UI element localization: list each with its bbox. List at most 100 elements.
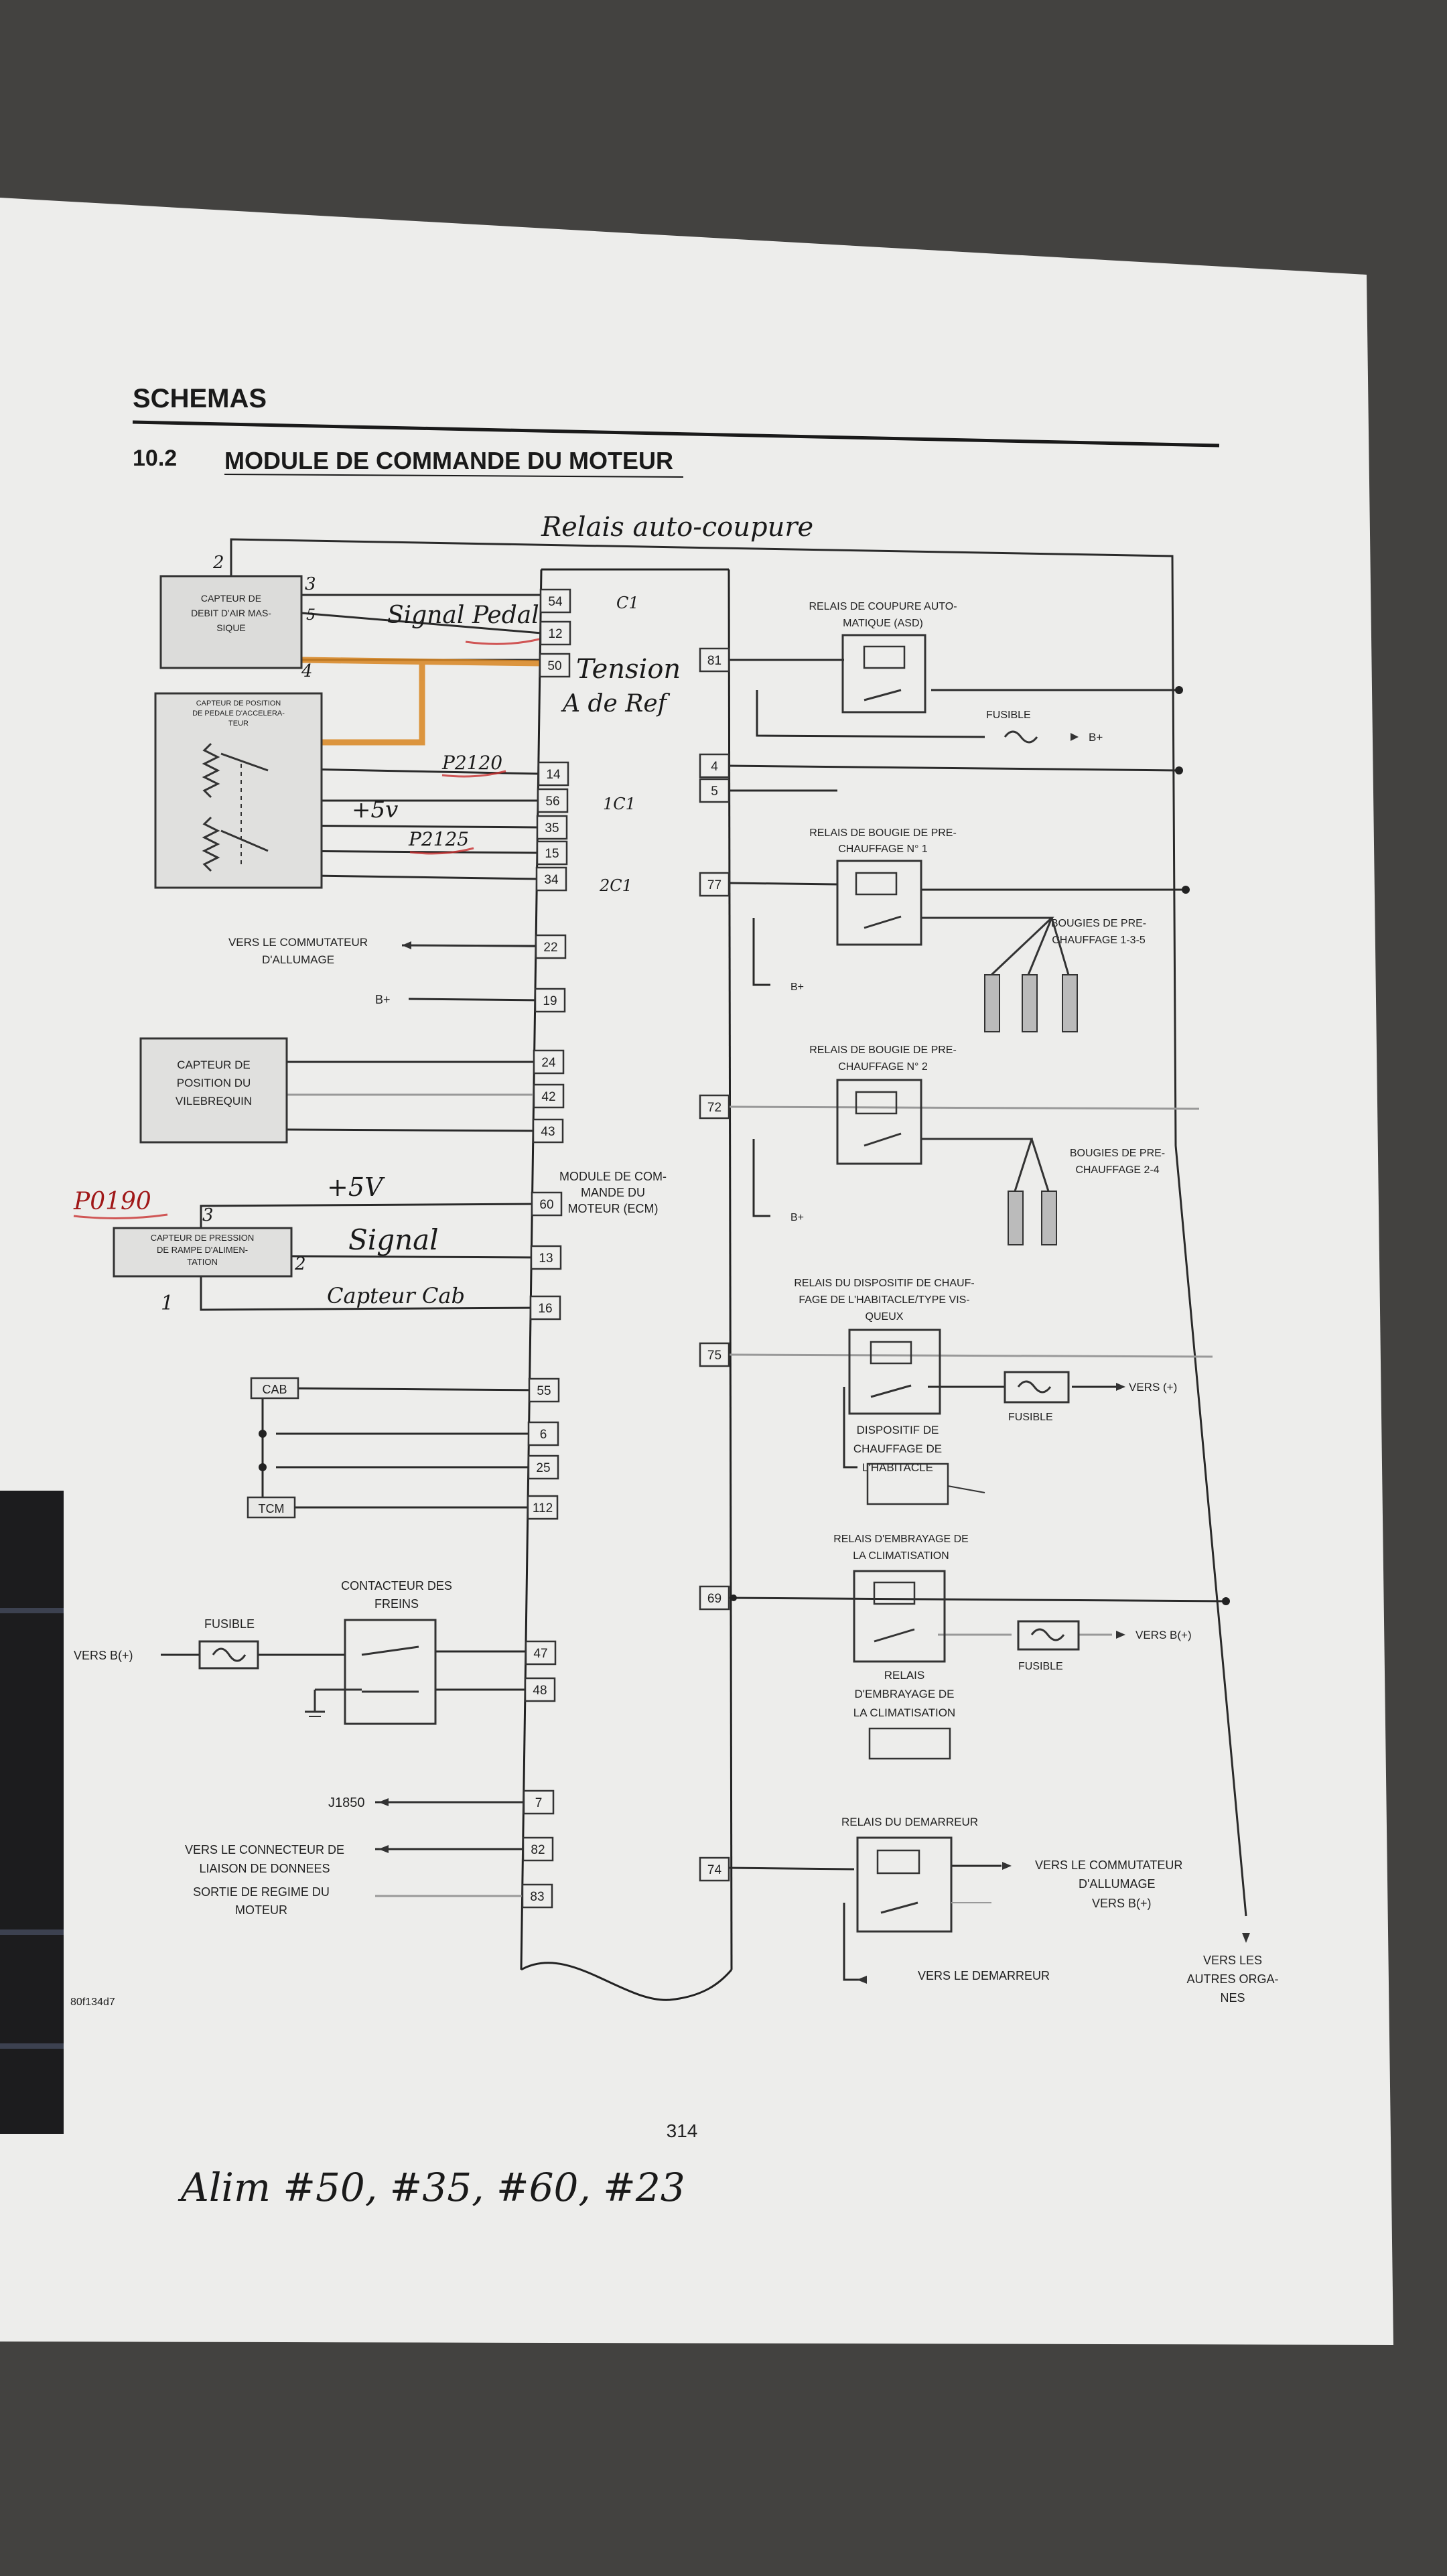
svg-text:TATION: TATION [187,1257,218,1267]
svg-text:CHAUFFAGE 1-3-5: CHAUFFAGE 1-3-5 [1052,935,1146,946]
rail-pressure-sensor: CAPTEUR DE PRESSION DE RAMPE D'ALIMEN- T… [113,1227,293,1278]
svg-text:83: 83 [530,1890,544,1904]
svg-text:TCM: TCM [259,1502,285,1515]
glow-plugs-1-3-5: BOUGIES DE PRE- CHAUFFAGE 1-3-5 [921,917,1146,1032]
pin-right-4: 4 [699,753,730,778]
note-p0190: P0190 [73,1188,151,1215]
svg-text:MANDE DU: MANDE DU [581,1186,645,1199]
pin-right-69: 69 [699,1585,730,1611]
brake-switch: CONTACTEUR DES FREINS [305,1579,452,1725]
note-pin5: 5 [306,607,316,624]
asd-relay: RELAIS DE COUPURE AUTO- MATIQUE (ASD) [809,601,957,714]
note-pin4: 4 [301,661,313,681]
svg-text:POSITION DU: POSITION DU [177,1077,251,1089]
pin-left-54: 54 [539,588,571,614]
ecm-pins-left: 5412501456351534221924424360131655625112… [521,588,571,1909]
svg-text:43: 43 [541,1125,555,1139]
svg-text:7: 7 [535,1796,543,1810]
figure-ref: 80f134d7 [70,1996,115,2008]
pin-left-24: 24 [533,1049,565,1075]
note-pin1: 1 [161,1292,174,1315]
svg-text:50: 50 [547,659,561,673]
svg-text:CAPTEUR DE PRESSION: CAPTEUR DE PRESSION [151,1233,255,1243]
svg-text:CAPTEUR DE: CAPTEUR DE [177,1059,251,1071]
pin-left-16: 16 [529,1295,561,1320]
pin-left-13: 13 [530,1245,562,1270]
svg-text:DE PEDALE D'ACCELERA-: DE PEDALE D'ACCELERA- [192,709,285,718]
svg-text:22: 22 [543,941,557,955]
svg-text:NES: NES [1220,1991,1245,2005]
cab-module: CAB [250,1377,299,1400]
pin-left-19: 19 [534,988,566,1013]
svg-text:74: 74 [707,1863,722,1877]
svg-text:B+: B+ [790,981,804,993]
pin-right-74: 74 [699,1856,730,1882]
svg-text:FUSIBLE: FUSIBLE [204,1617,255,1631]
svg-text:VERS LE COMMUTATEUR: VERS LE COMMUTATEUR [228,936,368,949]
j1850-arrow: J1850 [328,1795,541,1810]
pin-left-47: 47 [525,1640,557,1666]
note-pin2-top: 2 [212,553,224,573]
svg-text:19: 19 [543,994,557,1008]
pin-left-35: 35 [536,815,568,840]
note-c1: C1 [616,594,639,612]
svg-text:42: 42 [541,1090,555,1104]
svg-text:15: 15 [545,847,559,861]
svg-text:VERS LES: VERS LES [1203,1954,1262,1967]
svg-text:B+: B+ [1089,731,1103,744]
glow-plug-relay-2: RELAIS DE BOUGIE DE PRE- CHAUFFAGE N° 2 … [790,1044,957,1223]
svg-text:55: 55 [537,1384,551,1398]
note-1c1: 1C1 [603,795,636,813]
svg-text:CAPTEUR DE: CAPTEUR DE [201,593,261,604]
svg-text:VERS LE CONNECTEUR DE: VERS LE CONNECTEUR DE [185,1843,344,1856]
fuse-asd: FUSIBLE B+ [986,709,1103,744]
svg-text:VERS B(+): VERS B(+) [1092,1897,1152,1910]
svg-text:5: 5 [711,785,718,799]
svg-text:SORTIE DE REGIME DU: SORTIE DE REGIME DU [193,1885,330,1899]
vers-bplus-left: VERS B(+) [74,1649,133,1662]
note-5v-2: +5V [327,1172,385,1202]
pin-right-81: 81 [699,647,730,673]
svg-text:AUTRES ORGA-: AUTRES ORGA- [1186,1972,1278,1986]
svg-text:VERS B(+): VERS B(+) [1135,1629,1192,1641]
svg-text:B+: B+ [790,1212,804,1223]
note-pin3-top: 3 [305,574,316,594]
pin-left-50: 50 [539,653,571,678]
svg-text:75: 75 [707,1349,721,1363]
svg-text:13: 13 [539,1251,553,1266]
svg-text:D'ALLUMAGE: D'ALLUMAGE [1079,1877,1155,1891]
svg-text:RELAIS DU DEMARREUR: RELAIS DU DEMARREUR [841,1816,978,1828]
starter-arrow: VERS LE DEMARREUR [857,1969,1050,1984]
diagram-title: MODULE DE COMMANDE DU MOTEUR [224,447,673,474]
svg-text:CHAUFFAGE 2-4: CHAUFFAGE 2-4 [1075,1164,1159,1176]
svg-text:54: 54 [548,595,563,609]
cabin-heater: DISPOSITIF DE CHAUFFAGE DE L'HABITACLE [853,1424,985,1505]
svg-text:LA CLIMATISATION: LA CLIMATISATION [853,1706,955,1719]
pin-left-6: 6 [527,1421,559,1446]
ac-clutch-relay: RELAIS D'EMBRAYAGE DE LA CLIMATISATION [833,1534,969,1663]
binder-tab [0,1491,64,2134]
pin-left-25: 25 [527,1454,559,1480]
note-ref: A de Ref [561,690,671,718]
svg-text:TEUR: TEUR [228,720,249,728]
svg-text:69: 69 [707,1592,721,1606]
svg-text:RELAIS D'EMBRAYAGE DE: RELAIS D'EMBRAYAGE DE [833,1534,969,1545]
note-alim: Alim #50, #35, #60, #23 [178,2165,685,2210]
svg-text:MODULE DE COM-: MODULE DE COM- [559,1170,667,1183]
svg-text:FUSIBLE: FUSIBLE [986,709,1031,721]
svg-text:DISPOSITIF DE: DISPOSITIF DE [857,1424,939,1436]
note-5v: +5v [352,797,398,823]
svg-text:FUSIBLE: FUSIBLE [1008,1412,1053,1423]
pin-left-43: 43 [532,1118,564,1144]
svg-text:VILEBREQUIN: VILEBREQUIN [176,1095,252,1107]
svg-text:RELAIS DE COUPURE AUTO-: RELAIS DE COUPURE AUTO- [809,601,957,612]
page-number: 314 [667,2120,698,2141]
note-tension: Tension [576,654,681,685]
pin-left-22: 22 [535,934,567,959]
note-pin3: 3 [202,1205,214,1225]
svg-text:SIQUE: SIQUE [216,622,246,633]
other-organs: VERS LES AUTRES ORGA- NES [1186,1933,1279,2005]
ac-clutch: RELAIS D'EMBRAYAGE DE LA CLIMATISATION [853,1669,955,1760]
svg-text:82: 82 [531,1843,545,1857]
